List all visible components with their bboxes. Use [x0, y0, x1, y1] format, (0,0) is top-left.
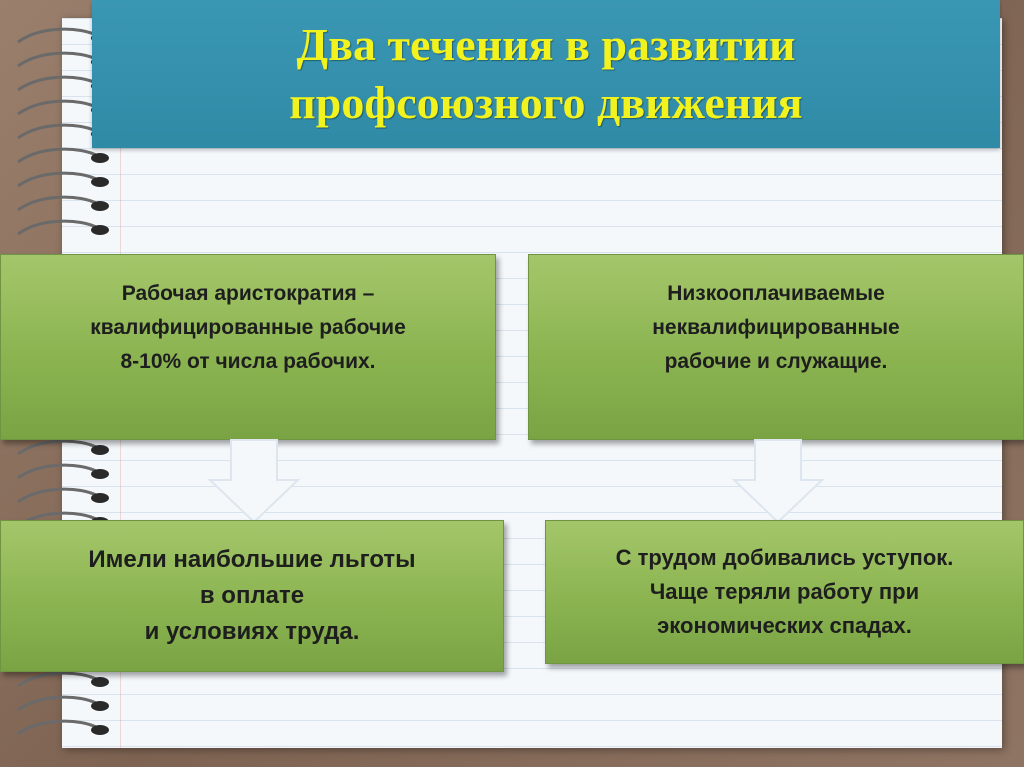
box-benefits: Имели наибольшие льготы в оплате и услов…: [0, 520, 504, 672]
box-text-line: Рабочая аристократия –: [121, 282, 375, 305]
spiral-ring: [17, 463, 99, 480]
spiral-hole: [91, 725, 109, 735]
box-text-line: квалифицированные рабочие: [90, 316, 406, 339]
slide-title: Два течения в развитии профсоюзного движ…: [289, 16, 802, 132]
spiral-ring: [17, 695, 99, 712]
spiral-hole: [91, 225, 109, 235]
box-hardships: С трудом добивались уступок. Чаще теряли…: [545, 520, 1024, 664]
down-arrow-left-icon: [208, 439, 300, 524]
box-text-line: рабочие и служащие.: [664, 350, 888, 373]
box-low-paid-workers: Низкооплачиваемые неквалифицированные ра…: [528, 254, 1024, 440]
spiral-ring: [17, 671, 99, 688]
spiral-ring: [17, 439, 99, 456]
box-text-line: Чаще теряли работу при: [649, 579, 920, 604]
spiral-ring: [17, 219, 99, 236]
spiral-ring: [17, 51, 99, 68]
spiral-hole: [91, 701, 109, 711]
spiral-ring: [17, 123, 99, 140]
title-line-1: Два течения в развитии: [296, 19, 796, 70]
title-line-2: профсоюзного движения: [289, 77, 803, 128]
spiral-ring: [17, 171, 99, 188]
spiral-hole: [91, 153, 109, 163]
box-text-line: экономических спадах.: [657, 613, 912, 638]
spiral-ring: [17, 719, 99, 736]
box-text-line: С трудом добивались уступок.: [615, 545, 954, 570]
spiral-ring: [17, 27, 99, 44]
box-text-line: 8-10% от числа рабочих.: [120, 350, 376, 373]
box-text-line: неквалифицированные: [652, 316, 900, 339]
down-arrow-right-icon: [732, 439, 824, 524]
spiral-hole: [91, 177, 109, 187]
box-text-line: Низкооплачиваемые: [667, 282, 885, 305]
box-text-line: и условиях труда.: [144, 618, 360, 645]
box-text-line: в оплате: [199, 582, 305, 609]
title-banner: Два течения в развитии профсоюзного движ…: [92, 0, 1000, 148]
spiral-hole: [91, 201, 109, 211]
spiral-ring: [17, 147, 99, 164]
spiral-hole: [91, 469, 109, 479]
spiral-hole: [91, 445, 109, 455]
spiral-hole: [91, 493, 109, 503]
box-worker-aristocracy: Рабочая аристократия – квалифицированные…: [0, 254, 496, 440]
spiral-ring: [17, 195, 99, 212]
spiral-ring: [17, 99, 99, 116]
spiral-ring: [17, 487, 99, 504]
spiral-hole: [91, 677, 109, 687]
spiral-ring: [17, 75, 99, 92]
box-text-line: Имели наибольшие льготы: [88, 546, 416, 573]
